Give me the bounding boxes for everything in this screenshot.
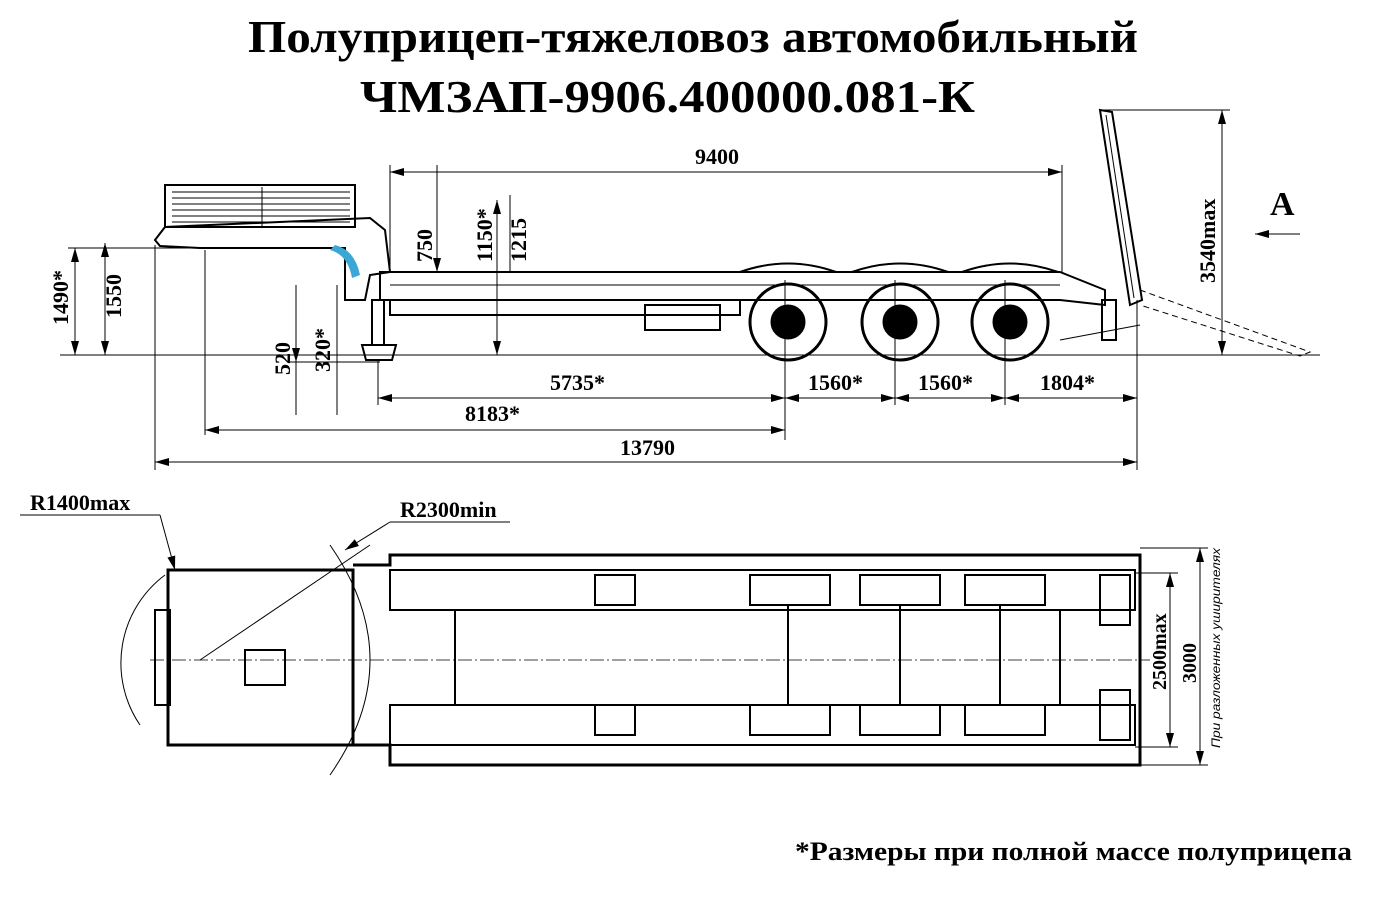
extended-note: При разложенных уширителях: [1209, 547, 1223, 748]
dim-overall-length: 13790: [620, 435, 675, 460]
title-line1: Полуприцеп-тяжеловоз автомобильный: [248, 11, 1138, 62]
dim-turning-radius: R2300min: [400, 497, 497, 522]
ramp-raised: [1098, 108, 1144, 307]
dim-kingpin-height-loaded: 1490*: [48, 270, 73, 325]
dim-front-radius: R1400max: [30, 490, 130, 515]
dim-width: 2500max: [1149, 613, 1171, 690]
dim-support-height-loaded: 320*: [310, 328, 335, 372]
dim-deck-length: 9400: [695, 144, 739, 169]
dim-kingpin-to-axle: 5735*: [550, 370, 605, 395]
dim-ramp-height: 3540max: [1195, 199, 1220, 283]
dim-deck-height: 1215: [506, 218, 531, 262]
title-line2: ЧМЗАП-9906.400000.081-К: [360, 71, 975, 122]
main-deck: [379, 271, 1106, 307]
gooseneck-deck-box: [164, 184, 356, 228]
dim-width-extended: 3000: [1179, 643, 1201, 683]
dim-gooseneck-step: 750: [412, 229, 437, 262]
view-label-a: А: [1270, 186, 1295, 223]
dim-kingpin-height: 1550: [101, 274, 126, 318]
side-view: 9400 3540max А 1490* 1550 750 1150* 1215…: [48, 108, 1320, 470]
dim-rear-overhang: 1804*: [1040, 370, 1095, 395]
footnote: *Размеры при полной массе полуприцепа: [795, 837, 1352, 866]
wheels: [748, 282, 1050, 362]
dim-front-to-axle: 8183*: [465, 401, 520, 426]
top-view: R1400max R2300min 2500max 3000 При разло…: [20, 490, 1223, 776]
dim-deck-height-loaded: 1150*: [472, 208, 497, 262]
dim-axle-spacing-1: 1560*: [808, 370, 863, 395]
dim-support-height: 520: [270, 342, 295, 375]
dim-axle-spacing-2: 1560*: [918, 370, 973, 395]
